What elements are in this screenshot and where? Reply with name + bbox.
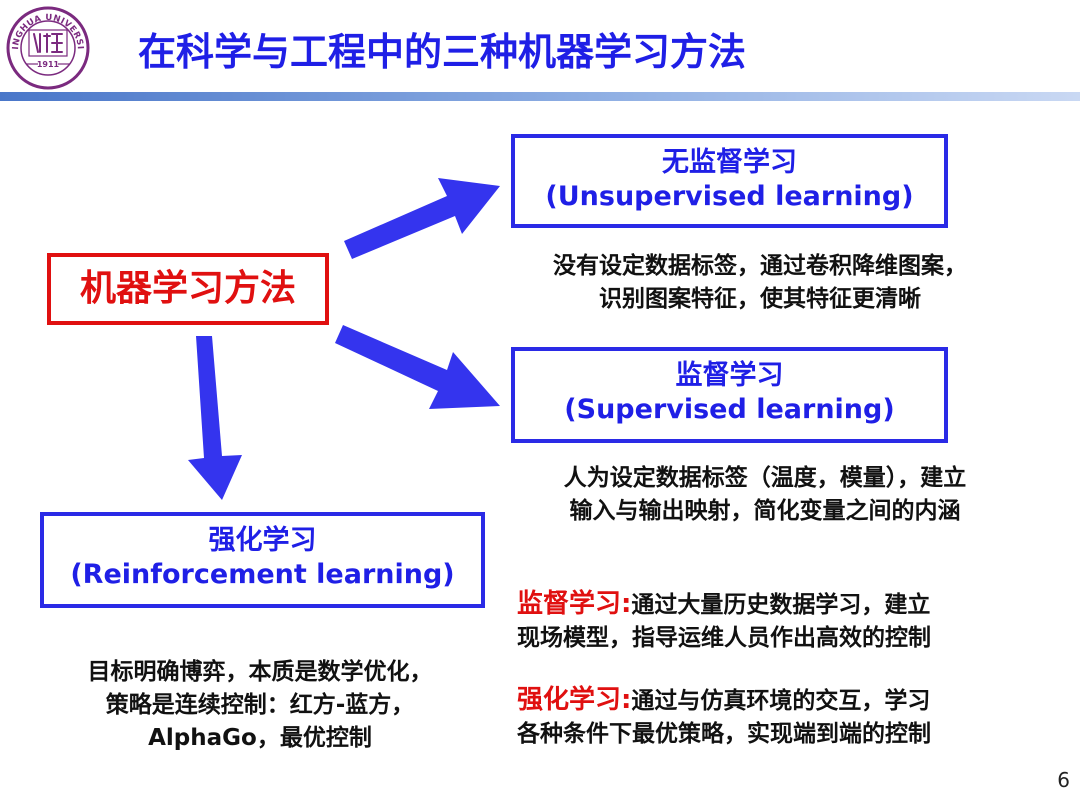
supervised-desc-line: 人为设定数据标签（温度，模量），建立 [563, 465, 967, 491]
reinforcement-title-en: (Reinforcement learning) [70, 559, 455, 590]
reinforcement-title-cn: 强化学习 [208, 525, 317, 556]
supervised-learning-box: 监督学习 (Supervised learning) [511, 347, 948, 443]
supervised-note-text: 现场模型，指导运维人员作出高效的控制 [517, 625, 931, 651]
unsupervised-desc-line: 没有设定数据标签，通过卷积降维图案， [553, 253, 967, 279]
unsupervised-desc-line: 识别图案特征，使其特征更清晰 [599, 286, 921, 312]
header-divider [0, 92, 1080, 101]
reinforcement-note-lead: 强化学习: [517, 685, 632, 715]
machine-learning-methods-box: 机器学习方法 [47, 253, 329, 325]
page-number: 6 [1057, 768, 1070, 792]
arrow-to-supervised [335, 325, 500, 409]
reinforcement-note-text: 通过与仿真环境的交互，学习 [631, 688, 931, 714]
supervised-title-en: (Supervised learning) [564, 394, 895, 425]
supervised-note-text: 通过大量历史数据学习，建立 [631, 592, 931, 618]
reinforcement-desc-line: AlphaGo，最优控制 [148, 725, 372, 751]
unsupervised-title-cn: 无监督学习 [662, 147, 797, 178]
unsupervised-title-en: (Unsupervised learning) [545, 181, 914, 212]
reinforcement-learning-box: 强化学习 (Reinforcement learning) [40, 512, 485, 608]
supervised-application-note: 监督学习:通过大量历史数据学习，建立 现场模型，指导运维人员作出高效的控制 [517, 588, 1057, 655]
supervised-note-lead: 监督学习: [517, 589, 632, 619]
supervised-desc-line: 输入与输出映射，简化变量之间的内涵 [569, 498, 961, 524]
reinforcement-desc-line: 目标明确博弈，本质是数学优化， [87, 659, 433, 685]
slide-title: 在科学与工程中的三种机器学习方法 [138, 30, 747, 74]
logo-year: 1911 [37, 60, 60, 69]
supervised-description: 人为设定数据标签（温度，模量），建立 输入与输出映射，简化变量之间的内涵 [505, 462, 1025, 528]
tsinghua-university-seal-icon: TSINGHUA UNIVERSITY 1911 [0, 0, 92, 92]
arrow-to-unsupervised [344, 178, 500, 259]
arrow-to-reinforcement [188, 336, 242, 500]
supervised-title-cn: 监督学习 [675, 360, 784, 391]
unsupervised-description: 没有设定数据标签，通过卷积降维图案， 识别图案特征，使其特征更清晰 [505, 250, 1015, 316]
reinforcement-description: 目标明确博弈，本质是数学优化， 策略是连续控制：红方-蓝方， AlphaGo，最… [40, 656, 480, 755]
reinforcement-application-note: 强化学习:通过与仿真环境的交互，学习 各种条件下最优策略，实现端到端的控制 [517, 684, 1057, 751]
unsupervised-learning-box: 无监督学习 (Unsupervised learning) [511, 134, 948, 228]
reinforcement-note-text: 各种条件下最优策略，实现端到端的控制 [517, 721, 931, 747]
reinforcement-desc-line: 策略是连续控制：红方-蓝方， [105, 692, 415, 718]
